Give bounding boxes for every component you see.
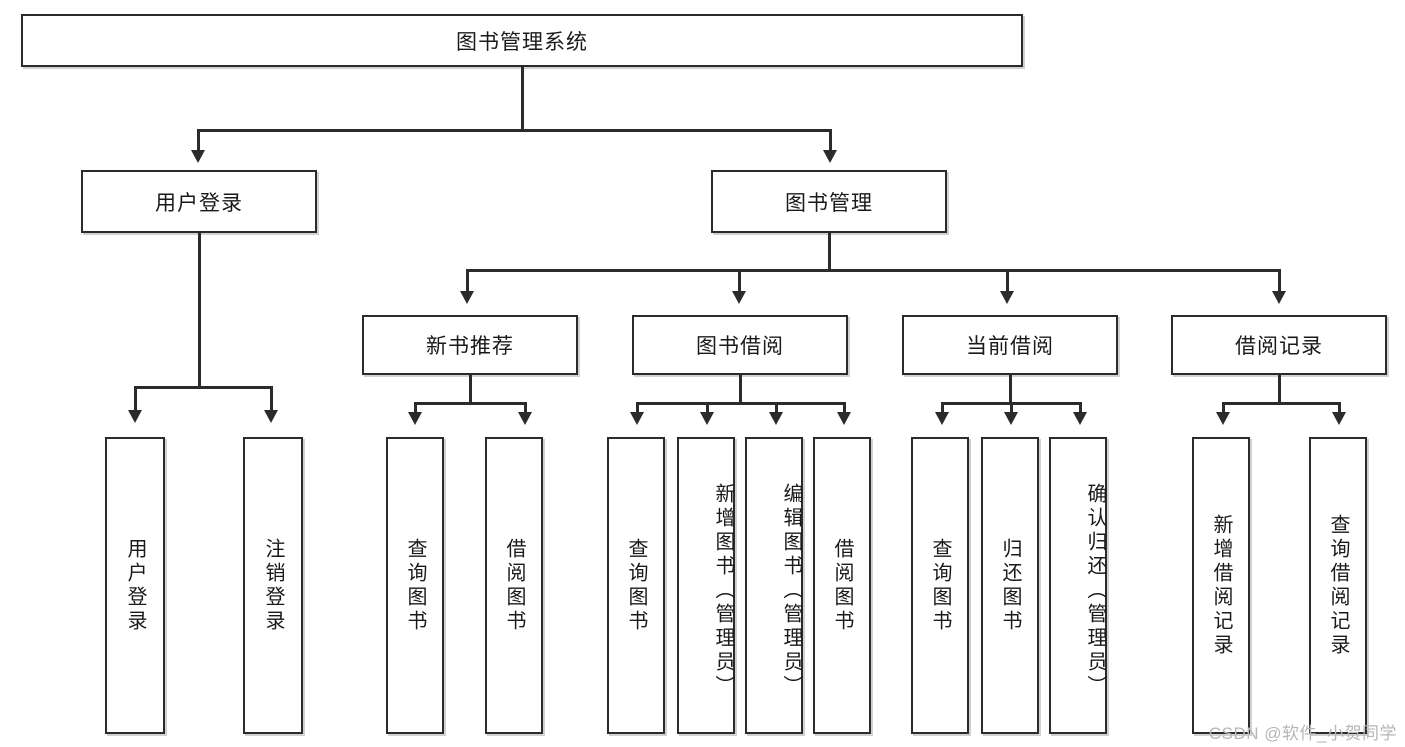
edge-book-borrow-bus (636, 402, 843, 405)
arrow-cb-1 (935, 412, 949, 425)
node-new-book-recommend[interactable]: 新书推荐 (362, 315, 578, 375)
node-label: 查询图书 (625, 537, 647, 634)
arrow-leaf-user-login-2 (264, 410, 278, 423)
edge-drop-bb-2 (706, 402, 709, 414)
edge-root-stem (521, 67, 524, 131)
arrow-br-2 (1332, 412, 1346, 425)
leaf-cb-return-book[interactable]: 归还图书 (981, 437, 1039, 734)
node-label: 图书借阅 (696, 335, 784, 358)
arrow-nbr-1 (408, 412, 422, 425)
edge-level3-bus (466, 269, 1278, 272)
leaf-nbr-query-book[interactable]: 查询图书 (386, 437, 444, 734)
arrow-br-1 (1216, 412, 1230, 425)
node-label: 借阅记录 (1235, 335, 1323, 358)
edge-drop-new-book-recommend (466, 269, 469, 293)
node-book-management-system[interactable]: 图书管理系统 (21, 14, 1023, 67)
edge-user-login-stem (198, 233, 201, 388)
arrow-borrow-record (1272, 291, 1286, 304)
arrow-user-login (191, 150, 205, 163)
node-book-management[interactable]: 图书管理 (711, 170, 947, 233)
leaf-bb-edit-book-admin[interactable]: 编辑图书（管理员） (745, 437, 803, 734)
leaf-br-add-record[interactable]: 新增借阅记录 (1192, 437, 1250, 734)
node-label: 编辑图书（管理员） (780, 482, 802, 699)
edge-root-bus (197, 129, 831, 132)
arrow-bb-4 (837, 412, 851, 425)
edge-drop-book-borrow (738, 269, 741, 293)
node-label: 查询借阅记录 (1327, 513, 1349, 658)
edge-drop-cb-2 (1010, 402, 1013, 414)
edge-drop-nbr-1 (414, 402, 417, 414)
arrow-book-management (823, 150, 837, 163)
node-label: 借阅图书 (831, 537, 853, 634)
edge-book-management-stem (828, 233, 831, 271)
node-label: 新增借阅记录 (1210, 513, 1232, 658)
edge-current-borrow-stem (1009, 375, 1012, 404)
arrow-bb-2 (700, 412, 714, 425)
edge-drop-bb-4 (843, 402, 846, 414)
leaf-bb-borrow-book[interactable]: 借阅图书 (813, 437, 871, 734)
leaf-bb-query-book[interactable]: 查询图书 (607, 437, 665, 734)
leaf-user-login-logout[interactable]: 注销登录 (243, 437, 303, 734)
arrow-book-borrow (732, 291, 746, 304)
node-current-borrow[interactable]: 当前借阅 (902, 315, 1118, 375)
node-label: 图书管理系统 (456, 30, 588, 54)
edge-drop-bb-1 (636, 402, 639, 414)
edge-drop-br-1 (1222, 402, 1225, 414)
node-book-borrow[interactable]: 图书借阅 (632, 315, 848, 375)
node-borrow-record[interactable]: 借阅记录 (1171, 315, 1387, 375)
edge-drop-user-login (197, 129, 200, 153)
edge-drop-leaf-user-login-2 (270, 386, 273, 412)
edge-drop-bb-3 (775, 402, 778, 414)
edge-drop-br-2 (1338, 402, 1341, 414)
node-label: 查询图书 (929, 537, 951, 634)
arrow-cb-2 (1004, 412, 1018, 425)
edge-borrow-record-stem (1278, 375, 1281, 404)
edge-drop-borrow-record (1278, 269, 1281, 293)
leaf-cb-query-book[interactable]: 查询图书 (911, 437, 969, 734)
node-label: 当前借阅 (966, 335, 1054, 358)
edge-drop-current-borrow (1006, 269, 1009, 293)
node-label: 图书管理 (785, 191, 873, 215)
leaf-br-query-record[interactable]: 查询借阅记录 (1309, 437, 1367, 734)
node-label: 新书推荐 (426, 335, 514, 358)
edge-drop-book-management (829, 129, 832, 153)
edge-user-login-bus (134, 386, 270, 389)
node-label: 确认归还（管理员） (1084, 482, 1106, 699)
node-user-login[interactable]: 用户登录 (81, 170, 317, 233)
arrow-new-book-recommend (460, 291, 474, 304)
edge-drop-nbr-2 (524, 402, 527, 414)
edge-new-book-recommend-stem (469, 375, 472, 404)
node-label: 用户登录 (124, 537, 146, 634)
node-label: 借阅图书 (503, 537, 525, 634)
node-label: 注销登录 (262, 537, 284, 634)
edge-book-borrow-stem (739, 375, 742, 404)
arrow-bb-1 (630, 412, 644, 425)
arrow-bb-3 (769, 412, 783, 425)
edge-drop-leaf-user-login-1 (134, 386, 137, 412)
node-label: 归还图书 (999, 537, 1021, 634)
leaf-cb-confirm-return-admin[interactable]: 确认归还（管理员） (1049, 437, 1107, 734)
leaf-user-login-login[interactable]: 用户登录 (105, 437, 165, 734)
leaf-bb-add-book-admin[interactable]: 新增图书（管理员） (677, 437, 735, 734)
edge-new-book-recommend-bus (414, 402, 524, 405)
arrow-current-borrow (1000, 291, 1014, 304)
node-label: 用户登录 (155, 191, 243, 215)
arrow-cb-3 (1073, 412, 1087, 425)
edge-drop-cb-1 (941, 402, 944, 414)
edge-borrow-record-bus (1222, 402, 1338, 405)
node-label: 查询图书 (404, 537, 426, 634)
node-label: 新增图书（管理员） (712, 482, 734, 699)
edge-drop-cb-3 (1079, 402, 1082, 414)
arrow-nbr-2 (518, 412, 532, 425)
arrow-leaf-user-login-1 (128, 410, 142, 423)
leaf-nbr-borrow-book[interactable]: 借阅图书 (485, 437, 543, 734)
